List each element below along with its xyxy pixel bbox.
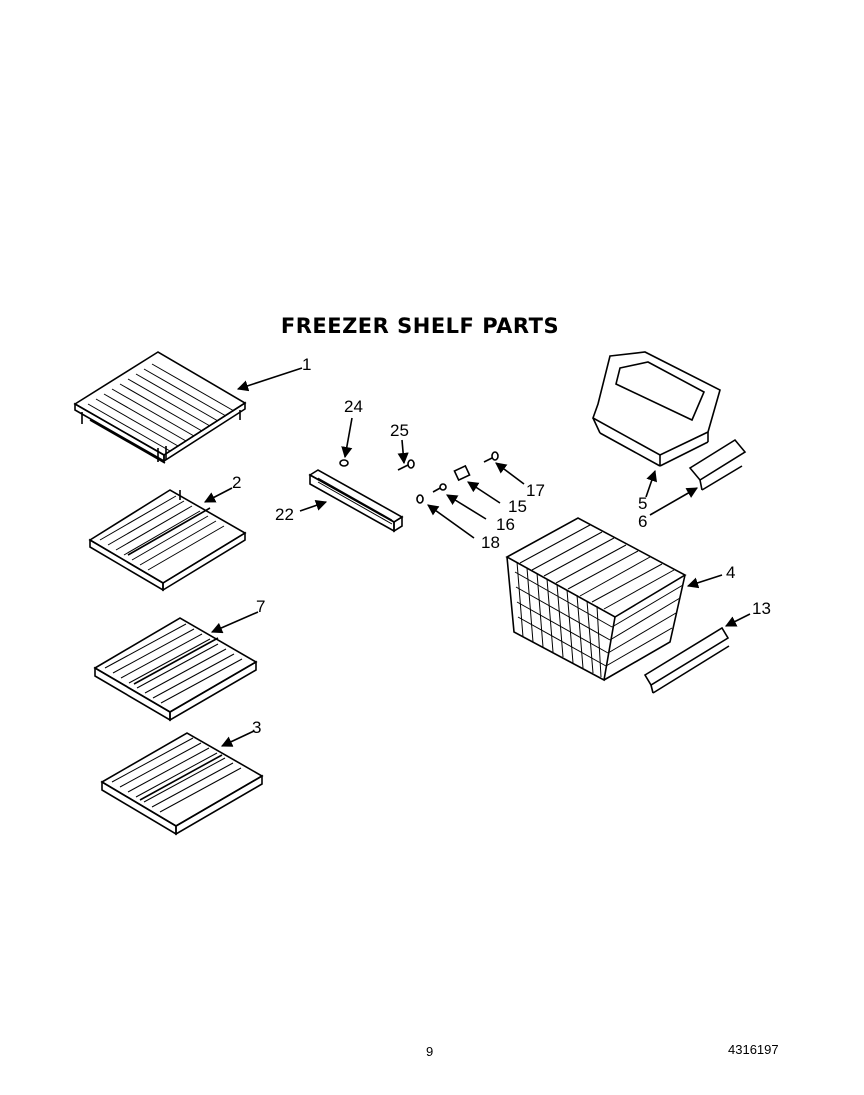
leader-16 [446, 494, 487, 520]
leader-7 [210, 611, 259, 634]
callout-2: 2 [232, 473, 241, 492]
part-2-wire-shelf [88, 489, 247, 592]
callout-4: 4 [726, 563, 735, 582]
leader-1 [236, 367, 303, 392]
page-number: 9 [426, 1044, 434, 1059]
part-1-solid-shelf [73, 351, 247, 464]
leader-13 [724, 613, 751, 627]
callout-3: 3 [252, 718, 261, 737]
callout-17: 17 [526, 481, 545, 500]
part-5-bin [592, 351, 721, 467]
callout-6: 6 [638, 512, 647, 531]
part-15-spacer [453, 464, 471, 482]
part-25-screw [397, 459, 415, 471]
callout-16: 16 [496, 515, 515, 534]
leader-15 [467, 481, 501, 504]
part-3-wire-shelf [100, 732, 264, 836]
part-18-washer [416, 494, 424, 504]
part-17-screw [483, 451, 499, 463]
leader-5 [645, 469, 657, 498]
part-6-clip [688, 438, 747, 491]
leader-22 [299, 500, 328, 512]
page-title: FREEZER SHELF PARTS [280, 314, 560, 338]
callout-5: 5 [638, 494, 647, 513]
part-22-rail [308, 469, 404, 533]
leader-18 [427, 504, 475, 539]
part-16-screw [432, 483, 447, 493]
callout-7: 7 [256, 597, 265, 616]
leader-3 [220, 730, 255, 747]
leader-17 [495, 462, 525, 485]
part-4-wire-basket [505, 517, 687, 682]
leader-24 [341, 417, 353, 459]
callout-13: 13 [752, 599, 771, 618]
part-24-screw [339, 459, 349, 467]
leader-4 [686, 574, 723, 589]
callout-25: 25 [390, 421, 409, 440]
document-number: 4316197 [728, 1042, 779, 1057]
part-7-wire-shelf [93, 617, 258, 722]
leader-lines [204, 367, 751, 747]
callout-1: 1 [302, 355, 311, 374]
callout-22: 22 [275, 505, 294, 524]
leader-2 [204, 487, 233, 503]
callout-15: 15 [508, 497, 527, 516]
callout-24: 24 [344, 397, 363, 416]
callout-18: 18 [481, 533, 500, 552]
part-13-strip [643, 626, 730, 694]
leader-25 [397, 439, 409, 465]
leader-6 [649, 487, 698, 516]
